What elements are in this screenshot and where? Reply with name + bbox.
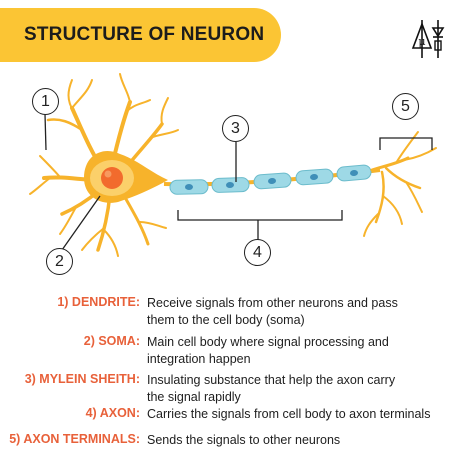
axon-bracket <box>177 210 343 221</box>
legend-term: 1) DENDRITE: <box>57 295 140 309</box>
legend-term: 4) AXON: <box>85 406 140 420</box>
callout-2: 2 <box>46 248 73 275</box>
legend-description-line: Insulating substance that help the axon … <box>147 373 396 387</box>
legend-description: Carries the signals from cell body to ax… <box>147 406 467 423</box>
legend-description-line: the signal rapidly <box>147 390 241 404</box>
neuron-diagram <box>29 73 437 257</box>
legend-description-line: Main cell body where signal processing a… <box>147 335 389 349</box>
legend-term: 2) SOMA: <box>83 334 140 348</box>
legend-description-line: Sends the signals to other neurons <box>147 433 341 447</box>
myelin-sheath <box>169 164 372 195</box>
legend-term: 5) AXON TERMINALS: <box>9 432 140 446</box>
legend-description: Receive signals from other neurons and p… <box>147 295 467 329</box>
legend-description: Sends the signals to other neurons <box>147 432 467 449</box>
callout-3: 3 <box>222 115 249 142</box>
legend-description: Insulating substance that help the axon … <box>147 372 467 406</box>
soma <box>84 151 168 203</box>
legend-description-line: Receive signals from other neurons and p… <box>147 296 398 310</box>
legend-description: Main cell body where signal processing a… <box>147 334 467 368</box>
callout-4: 4 <box>244 239 271 266</box>
legend-description-line: them to the cell body (soma) <box>147 313 305 327</box>
callout-5: 5 <box>392 93 419 120</box>
callout-1: 1 <box>32 88 59 115</box>
axon-terminals <box>363 131 437 237</box>
nucleolus <box>104 170 112 178</box>
mu-circuit-logo-icon: μ <box>411 20 445 58</box>
nucleus <box>101 167 123 189</box>
legend-description-line: integration happen <box>147 352 251 366</box>
legend-term: 3) MYLEIN SHEITH: <box>24 372 140 386</box>
leader-lines <box>44 113 433 251</box>
page-title: STRUCTURE OF NEURON <box>24 24 265 45</box>
logo-mu-glyph: μ <box>418 35 425 48</box>
leader-2 <box>61 195 101 251</box>
terminal-bracket <box>379 137 433 150</box>
title-banner <box>0 8 281 62</box>
legend-description-line: Carries the signals from cell body to ax… <box>147 407 431 421</box>
leader-1 <box>44 113 47 151</box>
